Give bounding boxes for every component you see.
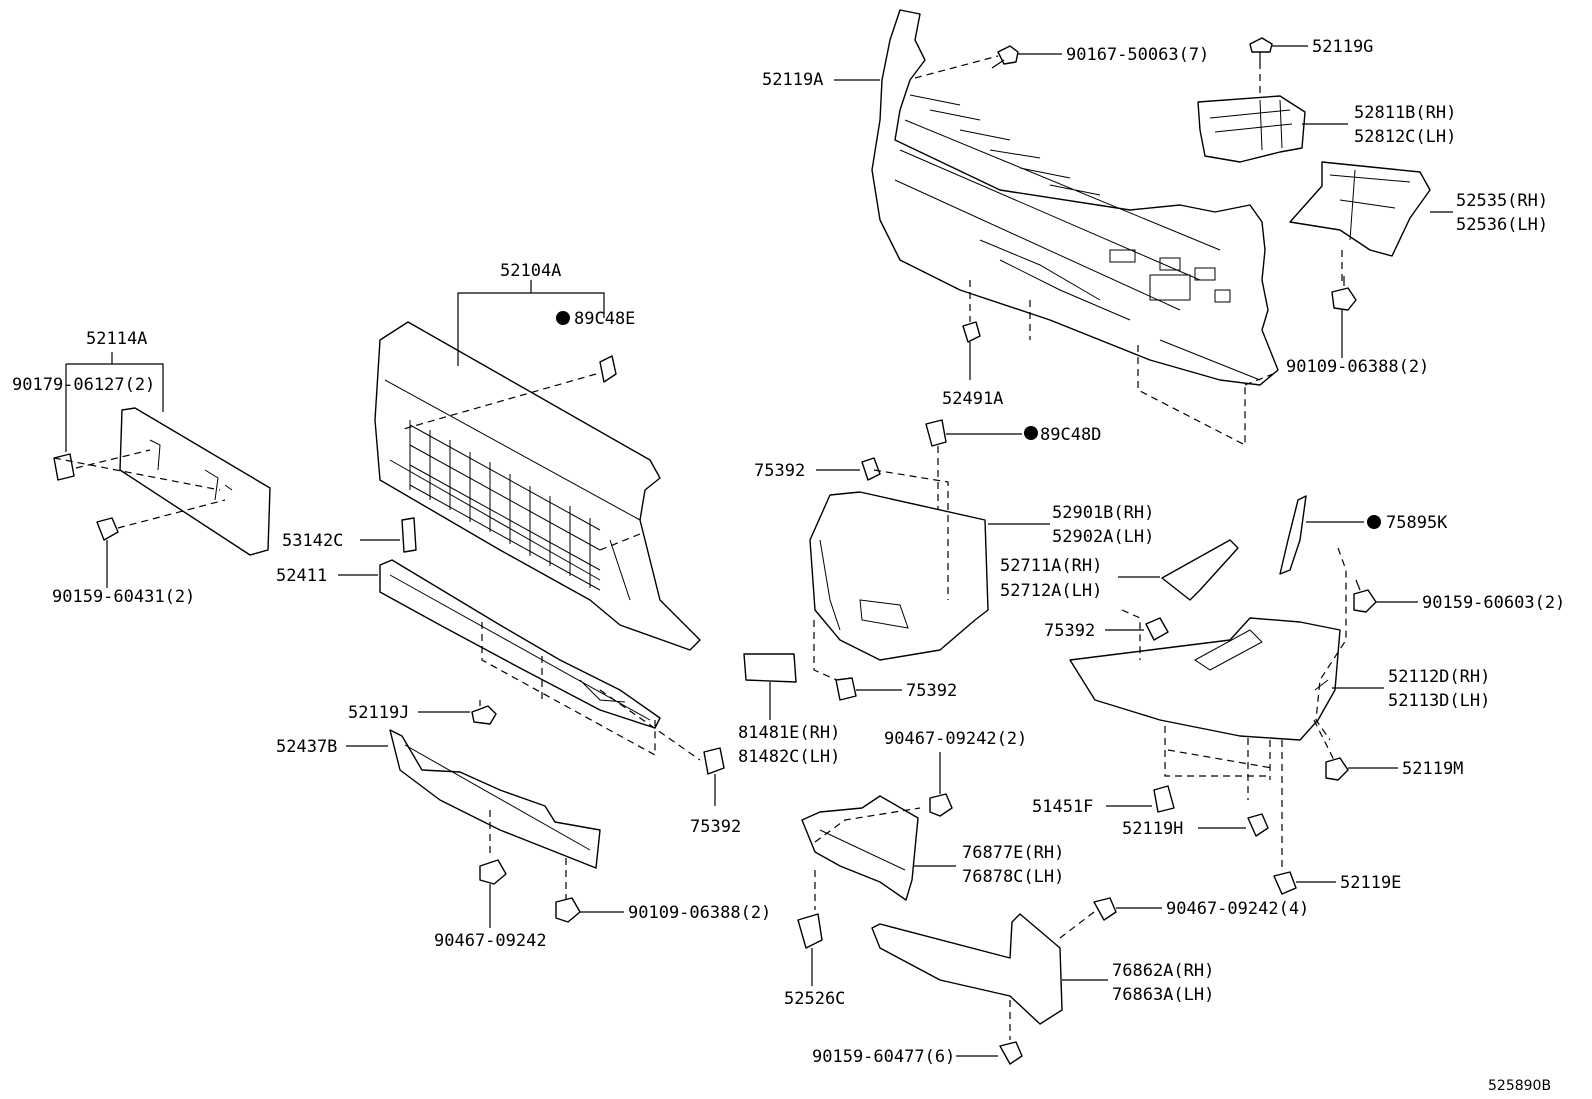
bolt-90167[interactable]	[991, 45, 1019, 69]
label-52113D[interactable]: 52113D(LH)	[1388, 691, 1490, 711]
label-52411[interactable]: 52411	[276, 566, 327, 586]
absorber-52437B[interactable]	[389, 729, 601, 869]
bolt-52491A[interactable]	[962, 321, 981, 380]
label-52112D[interactable]: 52112D(RH)	[1388, 667, 1490, 687]
label-90109-top[interactable]: 90109-06388(2)	[1286, 357, 1429, 377]
clip-52119G[interactable]	[1249, 37, 1273, 62]
sensor-bracket-89C48D[interactable]	[925, 419, 947, 447]
diagram-code: 525890B	[1488, 1078, 1551, 1094]
nut-90179[interactable]	[53, 453, 75, 481]
label-52902A[interactable]: 52902A(LH)	[1052, 527, 1154, 547]
label-76862A[interactable]: 76862A(RH)	[1112, 961, 1214, 981]
clip-52119H[interactable]	[1247, 813, 1269, 837]
clip-52119J[interactable]	[471, 700, 497, 725]
label-52491A[interactable]: 52491A	[942, 389, 1003, 409]
label-53142C[interactable]: 53142C	[282, 531, 343, 551]
label-52711A[interactable]: 52711A(RH)	[1000, 556, 1102, 576]
bumper-extension-52112D[interactable]	[1069, 617, 1341, 741]
label-75392-d[interactable]: 75392	[690, 817, 741, 837]
label-81481E[interactable]: 81481E(RH)	[738, 723, 840, 743]
clip-75392-b[interactable]	[1145, 617, 1169, 641]
label-52526C[interactable]: 52526C	[784, 989, 845, 1009]
label-52119G[interactable]: 52119G	[1312, 37, 1373, 57]
clip-52526C[interactable]	[797, 913, 823, 949]
label-90467-09242-4[interactable]: 90467-09242(4)	[1166, 899, 1309, 919]
label-90467-09242[interactable]: 90467-09242	[434, 931, 547, 951]
new-part-marker	[1024, 426, 1038, 440]
label-52811B[interactable]: 52811B(RH)	[1354, 103, 1456, 123]
cover-81481E[interactable]	[743, 653, 797, 683]
label-76877E[interactable]: 76877E(RH)	[962, 843, 1064, 863]
label-52437B[interactable]: 52437B	[276, 737, 337, 757]
label-52114A[interactable]: 52114A	[86, 329, 147, 349]
bolt-90159-60603[interactable]	[1353, 579, 1377, 613]
label-52104A[interactable]: 52104A	[500, 261, 561, 281]
label-90179[interactable]: 90179-06127(2)	[12, 375, 155, 395]
clip-75392-c[interactable]	[835, 677, 857, 701]
bolt-52119M[interactable]	[1325, 757, 1349, 781]
label-90159-60431[interactable]: 90159-60431(2)	[52, 587, 195, 607]
label-90167[interactable]: 90167-50063(7)	[1066, 45, 1209, 65]
new-part-marker	[1367, 515, 1381, 529]
clip-90467-09242[interactable]	[479, 859, 507, 885]
clip-75392-d[interactable]	[703, 747, 725, 775]
bumper-end-52901B[interactable]	[809, 491, 989, 661]
label-52119A[interactable]: 52119A	[762, 70, 823, 90]
strip-75895K[interactable]	[1279, 495, 1307, 575]
label-76878C[interactable]: 76878C(LH)	[962, 867, 1064, 887]
label-81482C[interactable]: 81482C(LH)	[738, 747, 840, 767]
clip-51451F[interactable]	[1153, 785, 1175, 813]
bolt-90109-top[interactable]	[1331, 276, 1357, 311]
label-89C48D[interactable]: 89C48D	[1040, 425, 1101, 445]
label-52812C[interactable]: 52812C(LH)	[1354, 127, 1456, 147]
clip-52119E[interactable]	[1273, 871, 1297, 895]
clip-90467-09242-2[interactable]	[929, 793, 953, 817]
mudguard-76862A[interactable]	[871, 913, 1063, 1025]
new-part-marker	[556, 311, 570, 325]
label-75392-b[interactable]: 75392	[1044, 621, 1095, 641]
label-52536[interactable]: 52536(LH)	[1456, 215, 1548, 235]
label-90467-09242-2[interactable]: 90467-09242(2)	[884, 729, 1027, 749]
bracket-52711A[interactable]	[1161, 539, 1239, 601]
label-75895K[interactable]: 75895K	[1386, 513, 1448, 533]
spoiler-52411[interactable]	[379, 559, 661, 729]
emblem-53142C[interactable]	[401, 517, 417, 553]
label-89C48E[interactable]: 89C48E	[574, 309, 635, 329]
label-52535[interactable]: 52535(RH)	[1456, 191, 1548, 211]
bumper-reinforcement-part[interactable]	[871, 9, 1279, 386]
cover-76877E[interactable]	[801, 795, 919, 901]
radiator-grille-52104A[interactable]	[374, 321, 701, 651]
bolt-90109-bottom[interactable]	[555, 897, 581, 923]
license-plate-bracket-52114A[interactable]	[119, 407, 271, 556]
bolt-90159-60477[interactable]	[999, 1041, 1023, 1065]
label-75392-c[interactable]: 75392	[906, 681, 957, 701]
clip-90467-09242-4[interactable]	[1093, 897, 1117, 921]
clip-89C48E[interactable]	[599, 355, 617, 383]
label-90109-bottom[interactable]: 90109-06388(2)	[628, 903, 771, 923]
label-51451F[interactable]: 51451F	[1032, 797, 1093, 817]
bracket-52535[interactable]	[1289, 161, 1431, 257]
bolt-90159-60431[interactable]	[96, 517, 119, 541]
clip-75392-a[interactable]	[861, 457, 881, 481]
label-52901B[interactable]: 52901B(RH)	[1052, 503, 1154, 523]
label-90159-60603[interactable]: 90159-60603(2)	[1422, 593, 1565, 613]
label-52119E[interactable]: 52119E	[1340, 873, 1401, 893]
label-52119H[interactable]: 52119H	[1122, 819, 1183, 839]
label-52119M[interactable]: 52119M	[1402, 759, 1463, 779]
retainer-52811B[interactable]	[1197, 95, 1306, 163]
label-75392-a[interactable]: 75392	[754, 461, 805, 481]
label-52119J[interactable]: 52119J	[348, 703, 409, 723]
label-52712A[interactable]: 52712A(LH)	[1000, 581, 1102, 601]
label-76863A[interactable]: 76863A(LH)	[1112, 985, 1214, 1005]
label-90159-60477[interactable]: 90159-60477(6)	[812, 1047, 955, 1067]
